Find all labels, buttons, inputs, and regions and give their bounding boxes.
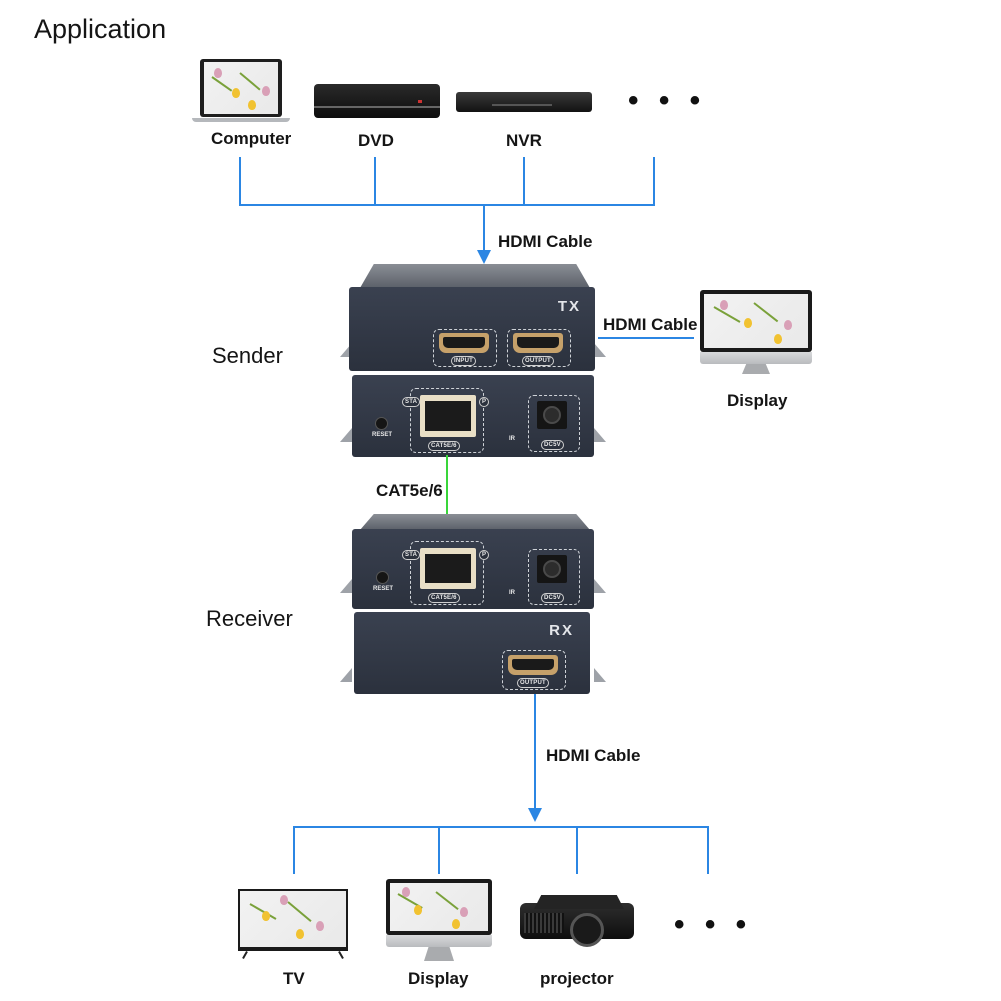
mount-ear — [340, 668, 352, 682]
receiver-label: Receiver — [206, 606, 293, 631]
reset-button — [375, 417, 388, 430]
destination-bus-line — [293, 826, 709, 828]
ir-label: IR — [509, 436, 515, 442]
source-bus-line — [239, 204, 655, 206]
output-cable-label: HDMI Cable — [546, 746, 641, 765]
destination-drop-line — [707, 826, 709, 874]
source-drop-line — [239, 157, 241, 206]
sta-led-label: STA — [402, 397, 421, 407]
lan-port-label: CAT5E/6 — [428, 441, 460, 451]
destination-label-projector: projector — [540, 969, 614, 988]
hdmi-output-port — [502, 650, 566, 690]
source-drop-line — [374, 157, 376, 206]
sta-led-label: STA — [402, 550, 421, 560]
more-sources-ellipsis: • • • — [628, 84, 707, 117]
destination-label-display: Display — [408, 969, 469, 988]
rj45-port — [420, 395, 476, 437]
mount-ear — [340, 579, 352, 593]
dc-power-jack — [537, 401, 567, 429]
mount-ear — [340, 428, 352, 442]
destination-drop-line — [293, 826, 295, 874]
sender-label: Sender — [212, 343, 283, 368]
nvr-recorder-icon — [456, 92, 592, 112]
monitor-icon — [700, 290, 812, 384]
tv-icon — [238, 889, 348, 959]
mount-ear — [594, 668, 606, 682]
sender-lan-panel: RESET STA P CAT5E/6 IR DC5V — [352, 375, 594, 457]
lan-port-frame — [410, 388, 484, 453]
receiver-top-panel — [360, 514, 590, 530]
power-port-frame — [528, 549, 580, 605]
source-drop-line — [523, 157, 525, 206]
input-cable-label: HDMI Cable — [498, 232, 593, 251]
sender-hdmi-panel: TX INPUT OUTPUT — [349, 287, 595, 371]
power-port-frame — [528, 395, 580, 452]
hdmi-input-label: INPUT — [451, 356, 476, 366]
cat-cable-line — [446, 455, 448, 547]
laptop-icon — [192, 58, 290, 124]
power-label: DC5V — [541, 593, 564, 603]
receiver-hdmi-panel: RX OUTPUT — [354, 612, 590, 694]
rx-mark: RX — [549, 622, 574, 639]
loop-out-cable-label: HDMI Cable — [603, 315, 698, 334]
source-label-dvd: DVD — [358, 131, 394, 150]
hdmi-output-label: OUTPUT — [517, 678, 549, 688]
p-led-label: P — [479, 550, 490, 560]
destination-drop-line — [438, 826, 440, 874]
input-cable-line — [483, 204, 485, 254]
mount-ear — [594, 343, 606, 357]
monitor-icon — [386, 879, 492, 967]
destination-label-tv: TV — [283, 969, 305, 988]
source-label-computer: Computer — [211, 129, 292, 148]
loop-out-cable-line — [598, 337, 694, 339]
hdmi-output-connector — [513, 333, 563, 353]
p-led-label: P — [479, 397, 490, 407]
reset-button — [376, 571, 389, 584]
arrow-down-icon — [477, 250, 491, 264]
hdmi-output-label: OUTPUT — [522, 356, 554, 366]
source-label-nvr: NVR — [506, 131, 542, 150]
destination-drop-line — [576, 826, 578, 874]
dc-power-jack — [537, 555, 567, 583]
mount-ear — [594, 579, 606, 593]
hdmi-input-port — [433, 329, 497, 367]
diagram-title: Application — [34, 14, 167, 44]
output-cable-line — [534, 694, 536, 812]
lan-port-frame — [410, 541, 484, 605]
more-destinations-ellipsis: • • • — [674, 908, 753, 941]
power-label: DC5V — [541, 440, 564, 450]
rj45-port — [420, 548, 476, 589]
projector-icon — [520, 893, 634, 947]
reset-label: RESET — [373, 586, 394, 592]
mount-ear — [594, 428, 606, 442]
receiver-lan-panel: RESET STA P CAT5E/6 IR DC5V — [352, 529, 594, 609]
sender-top-panel — [360, 264, 590, 288]
loop-display-label: Display — [727, 391, 788, 410]
hdmi-output-connector — [508, 655, 558, 675]
arrow-down-icon — [528, 808, 542, 822]
source-drop-line — [653, 157, 655, 206]
hdmi-input-connector — [439, 333, 489, 353]
tx-mark: TX — [557, 298, 581, 315]
lan-port-label: CAT5E/6 — [428, 593, 460, 603]
cat-cable-label: CAT5e/6 — [376, 481, 443, 500]
hdmi-output-port — [507, 329, 571, 367]
dvd-player-icon — [314, 84, 440, 118]
reset-label: RESET — [372, 432, 393, 438]
ir-label: IR — [509, 590, 515, 596]
